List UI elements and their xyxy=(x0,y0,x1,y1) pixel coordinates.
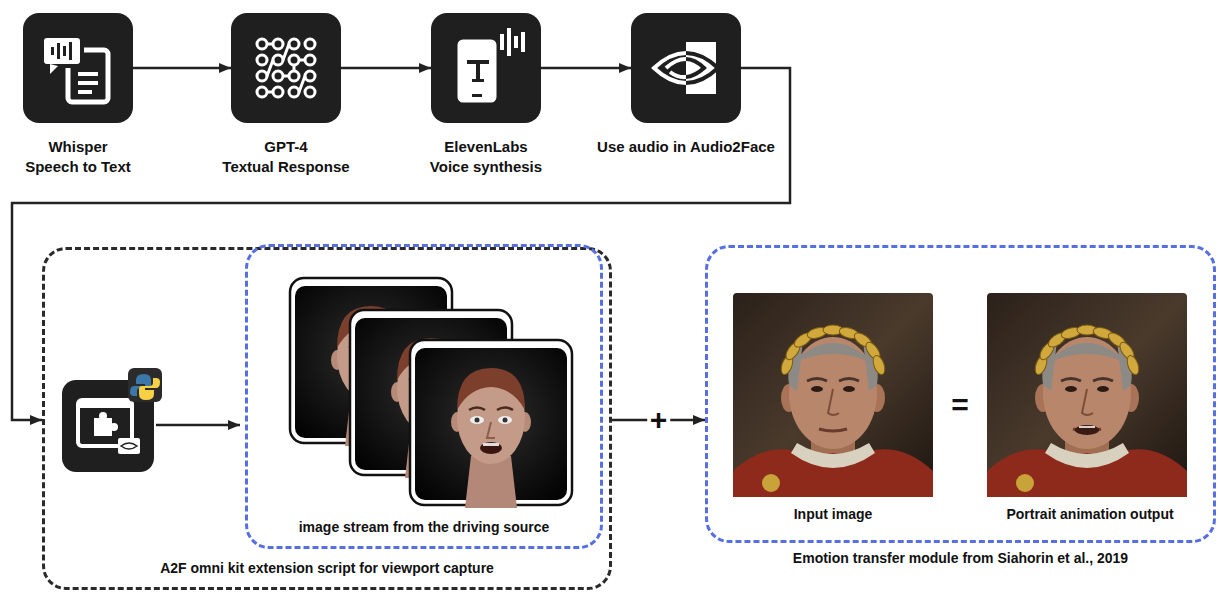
illustration-part xyxy=(289,39,299,49)
equals-sign: = xyxy=(951,388,969,422)
node-label: image stream from the driving source xyxy=(299,518,550,536)
image-stream-cards xyxy=(290,278,572,508)
node-label: Speech to Text xyxy=(25,157,131,177)
node-label: Emotion transfer module from Siahorin et… xyxy=(793,549,1128,567)
illustration-part xyxy=(110,423,118,431)
text-group: Use audio in Audio2Face xyxy=(597,137,775,157)
text-group: A2F omni kit extension script for viewpo… xyxy=(160,559,494,577)
node-label: Whisper xyxy=(25,137,131,157)
illustration-part xyxy=(1079,426,1095,428)
illustration-part xyxy=(23,13,133,123)
text-group: WhisperSpeech to Text xyxy=(25,137,131,177)
voice-synthesis-glyph xyxy=(456,28,525,104)
tool-icon: GPT-4Textual Response xyxy=(231,13,341,123)
illustration-part xyxy=(267,44,305,92)
image-caption: Input image xyxy=(794,506,873,522)
arrow-connector xyxy=(341,67,431,70)
arrow-connector xyxy=(133,67,231,70)
edge-label: + xyxy=(647,405,671,435)
neural-network-glyph xyxy=(257,39,315,97)
illustration-part xyxy=(451,368,531,508)
illustration-part xyxy=(431,13,541,123)
illustration-part xyxy=(472,94,482,97)
illustration-part xyxy=(51,47,54,55)
image-caption: Portrait animation output xyxy=(1006,506,1173,522)
internal-arrow xyxy=(156,424,240,427)
tool-icon: Use audio in Audio2Face xyxy=(631,13,741,123)
illustration-part xyxy=(289,87,299,97)
illustration-part xyxy=(305,87,315,97)
text-group: GPT-4Textual Response xyxy=(222,137,349,177)
illustration-part xyxy=(686,53,718,83)
illustration-part xyxy=(78,72,98,76)
illustration-part xyxy=(99,412,107,420)
illustration-part xyxy=(514,36,518,48)
portrait-images xyxy=(733,293,1187,497)
stream-frame: image stream from the driving source xyxy=(245,244,603,549)
illustration-part xyxy=(257,71,267,81)
illustration-part xyxy=(273,39,283,49)
illustration-part xyxy=(654,53,686,83)
illustration-part xyxy=(1075,425,1099,435)
illustration-part xyxy=(273,71,283,81)
illustration-part xyxy=(305,39,315,49)
node-label: Voice synthesis xyxy=(430,157,542,177)
text-group: ElevenLabsVoice synthesis xyxy=(430,137,542,177)
illustration-part xyxy=(666,59,686,77)
illustration-part xyxy=(118,438,140,454)
python-badge xyxy=(128,368,162,402)
audio2face-logo-glyph xyxy=(654,42,718,94)
illustration-part xyxy=(305,55,315,65)
tool-icon: ElevenLabsVoice synthesis xyxy=(431,13,541,123)
illustration-part xyxy=(257,87,267,97)
illustration-part xyxy=(231,13,341,123)
script-frame: A2F omni kit extension script for viewpo… xyxy=(42,247,612,590)
illustration-part xyxy=(63,46,66,56)
illustration-part xyxy=(50,64,58,74)
illustration-part xyxy=(289,71,299,81)
illustration-part xyxy=(733,293,933,497)
illustration-part xyxy=(686,59,704,77)
app-icon-tiles xyxy=(23,13,741,123)
illustration-part xyxy=(78,81,98,85)
illustration-part xyxy=(78,90,92,94)
illustration-part xyxy=(273,55,283,65)
illustration-part xyxy=(42,36,82,66)
node-label: GPT-4 xyxy=(222,137,349,157)
illustration-part xyxy=(456,38,498,104)
illustration-part xyxy=(128,368,162,402)
illustration-part xyxy=(507,28,511,56)
illustration-part xyxy=(289,55,299,65)
node-label: Textual Response xyxy=(222,157,349,177)
illustration-part xyxy=(686,53,718,83)
illustration-part xyxy=(257,39,267,49)
illustration-part xyxy=(305,71,315,81)
tool-icon: WhisperSpeech to Text xyxy=(23,13,133,123)
illustration-part xyxy=(139,378,160,400)
illustration-part xyxy=(476,60,480,80)
text-group: image stream from the driving source xyxy=(299,518,550,536)
illustration-part xyxy=(57,43,60,59)
illustration-part xyxy=(500,34,504,50)
illustration-part xyxy=(631,13,741,123)
node-label: A2F omni kit extension script for viewpo… xyxy=(160,559,494,577)
illustration-part xyxy=(257,55,267,65)
illustration-part xyxy=(987,293,1187,497)
illustration-part xyxy=(472,79,484,82)
illustration-part xyxy=(121,443,137,449)
illustration-part xyxy=(273,87,283,97)
speech-to-text-glyph xyxy=(42,36,108,102)
arrow-connector xyxy=(541,67,631,70)
illustration-part xyxy=(654,53,686,83)
node-label: ElevenLabs xyxy=(430,137,542,157)
node-label: Use audio in Audio2Face xyxy=(597,137,775,157)
illustration-part xyxy=(94,418,112,436)
illustration-part xyxy=(521,32,525,52)
text-group: Emotion transfer module from Siahorin et… xyxy=(793,549,1128,567)
illustration-part xyxy=(69,42,72,60)
illustration-part xyxy=(78,400,132,408)
